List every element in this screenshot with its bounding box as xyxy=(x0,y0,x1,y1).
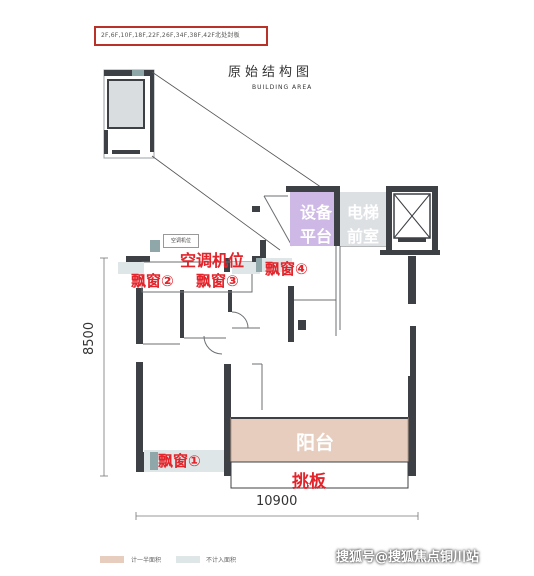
label-ac-unit: 空调机位 xyxy=(180,251,245,270)
label-bay-window-4: 飘窗④ xyxy=(265,260,308,278)
label-balcony: 阳台 xyxy=(296,432,335,454)
ac-unit-tag: 空调机位 xyxy=(163,234,199,248)
bay-window-1-area xyxy=(144,450,224,472)
window-mark xyxy=(150,452,158,470)
bay-window-2-area xyxy=(118,262,144,274)
label-overhang-slab: 挑板 xyxy=(292,472,326,492)
bay-window-4-area xyxy=(262,258,292,272)
balcony-area xyxy=(230,417,409,463)
elevator-shaft xyxy=(393,193,431,242)
legend-swatch-not-counted xyxy=(176,556,200,563)
dimension-lines xyxy=(100,257,419,520)
legend-label-not-counted: 不计入面积 xyxy=(206,557,237,564)
dimension-width: 10900 xyxy=(256,494,298,509)
dimension-depth: 8500 xyxy=(82,321,97,355)
label-bay-window-1: 飘窗① xyxy=(158,452,201,470)
label-bay-window-3: 飘窗③ xyxy=(196,272,239,290)
legend-swatch-counted xyxy=(100,556,124,563)
partitions xyxy=(141,195,386,410)
elevator-lobby-area xyxy=(340,192,386,246)
label-bay-window-2: 飘窗② xyxy=(131,272,174,290)
projection-lines xyxy=(151,71,335,251)
label-equipment-platform: 设备平台 xyxy=(299,203,332,246)
watermark: 搜狐号@搜狐焦点铜川站 xyxy=(336,550,480,565)
floor-note: 2F,6F,10F,18F,22F,26F,34F,38F,42F北处封板 xyxy=(94,26,268,46)
window-mark xyxy=(150,240,160,252)
window-mark xyxy=(256,258,262,272)
equipment-platform-area xyxy=(290,192,334,246)
plan-title: 原始结构图 xyxy=(228,65,314,80)
key-plan xyxy=(103,69,155,159)
label-elevator-lobby: 电梯前室 xyxy=(346,203,379,246)
legend-label-counted: 计一半面积 xyxy=(131,557,162,564)
bay-window-3-area xyxy=(232,262,260,274)
plan-subtitle: BUILDING AREA xyxy=(252,84,313,91)
overhang-slab-area xyxy=(230,461,409,489)
walls xyxy=(126,186,440,476)
